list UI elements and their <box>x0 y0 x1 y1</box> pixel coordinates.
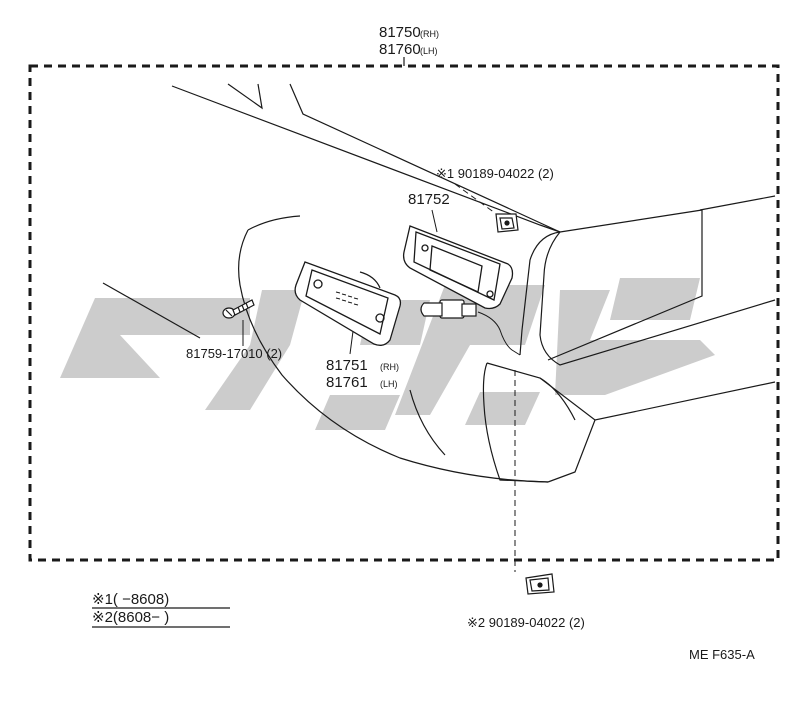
retainer-clip-upper <box>495 213 519 233</box>
lens-lh-label: 81761 <box>326 374 368 391</box>
lens-rh-side: (RH) <box>380 362 399 372</box>
legend-line-1: ※1( −8608) <box>92 591 169 608</box>
lens-lh-side: (LH) <box>380 379 398 389</box>
housing-label: 81752 <box>408 191 450 208</box>
vehicle-body-outline <box>102 83 776 483</box>
lamp-lens <box>294 261 402 346</box>
applicability-legend: ※1( −8608) ※2(8608− ) <box>92 591 230 628</box>
diagram-code: ME F635-A <box>689 647 755 662</box>
retainer-upper-label: ※1 90189-04022 (2) <box>436 166 554 181</box>
assembly-side-lh: (LH) <box>420 46 438 56</box>
legend-line-2: ※2(8608− ) <box>92 609 169 626</box>
assembly-side-rh: (RH) <box>420 29 439 39</box>
assembly-boundary <box>28 64 780 562</box>
screw <box>222 299 255 319</box>
bulb-socket <box>420 299 477 319</box>
lens-rh-label: 81751 <box>326 357 368 374</box>
screw-label: 81759-17010 (2) <box>186 346 282 361</box>
retainer-lower-label: ※2 90189-04022 (2) <box>467 615 585 630</box>
assembly-part-lh: 81760 <box>379 41 421 58</box>
lamp-housing <box>402 225 514 310</box>
retainer-clip-lower <box>525 573 555 595</box>
assembly-part-rh: 81750 <box>379 24 421 41</box>
